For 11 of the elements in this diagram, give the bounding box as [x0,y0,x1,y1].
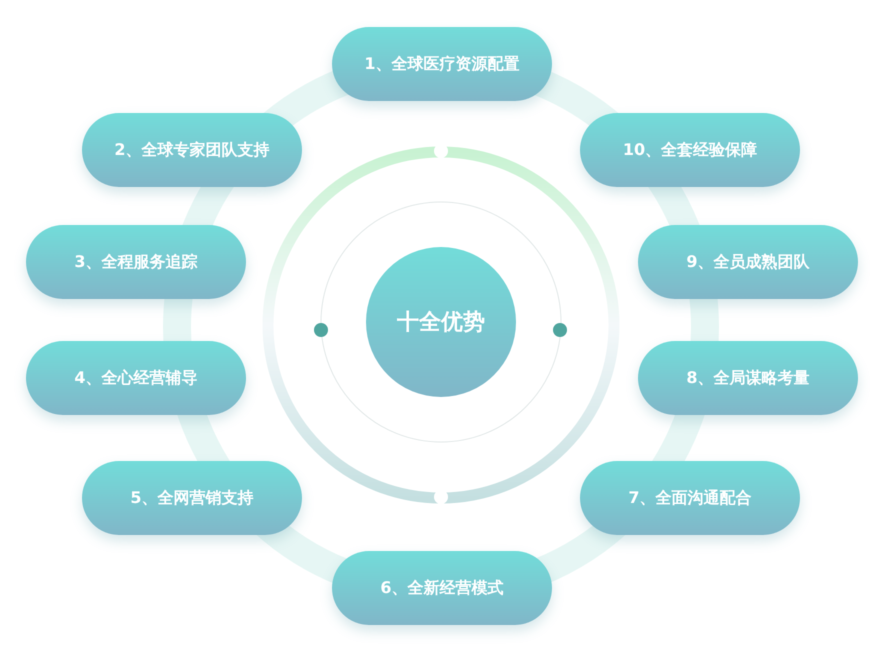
item-label: 7、全面沟通配合 [628,488,752,508]
item-label: 10、全套经验保障 [622,140,758,160]
item-label: 8、全局谋略考量 [686,368,810,388]
item-label: 2、全球专家团队支持 [114,140,270,160]
center-title: 十全优势 [397,309,485,337]
item-label: 6、全新经营模式 [380,578,504,598]
item-label: 3、全程服务追踪 [74,252,198,272]
item-label: 9、全员成熟团队 [686,252,810,272]
item-label: 1、全球医疗资源配置 [364,54,520,74]
item-label: 5、全网营销支持 [130,488,254,508]
item-label: 4、全心经营辅导 [74,368,198,388]
